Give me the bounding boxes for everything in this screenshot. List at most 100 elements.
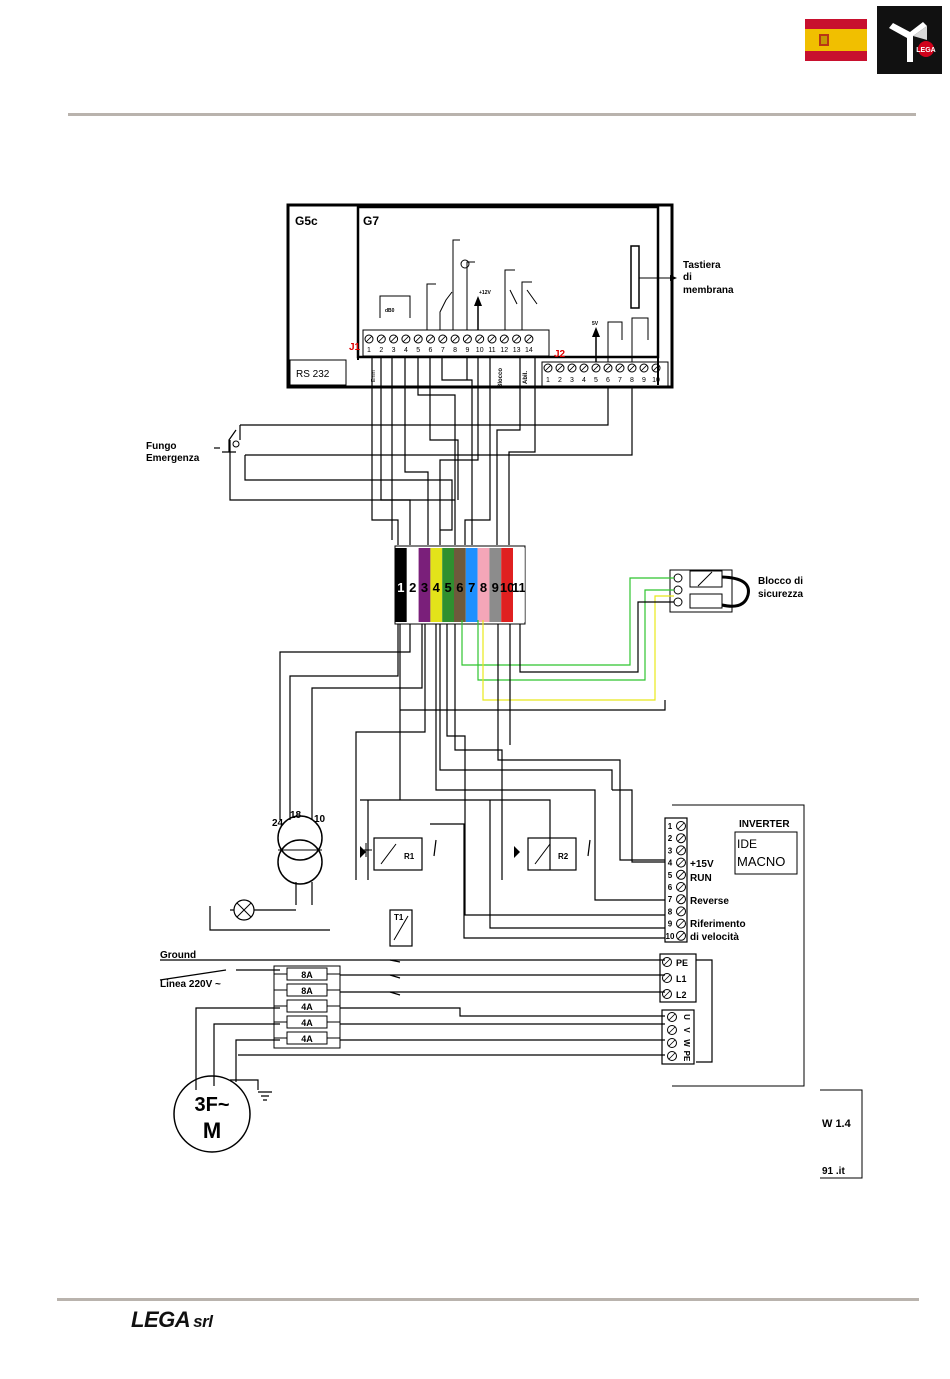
power-terminal-l1-label: L1 — [676, 974, 687, 984]
j1-terminal-11-screw — [487, 334, 497, 344]
inverter-terminal-7-screw — [676, 894, 686, 905]
j1-terminal-10-screw — [475, 334, 485, 344]
inv-label-riferimento: Riferimento — [690, 919, 746, 930]
connector-strip-11 — [513, 548, 525, 622]
output-terminal-u-label: U — [682, 1014, 691, 1020]
tastiera-label: Tastiera di membrana — [683, 260, 734, 296]
fuse-1-label: 8A — [301, 970, 313, 980]
footer-divider — [57, 1298, 919, 1301]
lower-wiring — [279, 624, 666, 939]
j2-terminal-9-screw — [639, 363, 649, 373]
j1-terminal-14-label: 14 — [525, 347, 533, 354]
svg-text:Fungo: Fungo — [146, 441, 177, 452]
j1-terminal-6-screw — [426, 334, 435, 344]
transformer — [277, 815, 323, 905]
j2-terminal-4-label: 4 — [582, 377, 586, 384]
transformer-taps: 24 18 10 — [272, 810, 326, 829]
j1-terminal-14-screw — [524, 334, 534, 344]
connector-number-8: 8 — [480, 580, 487, 595]
power-terminal-pe-label: PE — [676, 958, 688, 968]
ground-label: Ground — [160, 950, 196, 961]
inverter-terminal-6-label: 6 — [668, 883, 673, 892]
inverter-terminal-2-screw — [676, 833, 686, 844]
relay-r2: R2 — [514, 837, 591, 871]
output-terminal-pe-label: PE — [682, 1051, 691, 1062]
j2-terminal-6-screw — [603, 363, 613, 373]
linea-label: Linea 220V ~ — [160, 979, 221, 990]
j1-terminal-11-label: 11 — [488, 347, 495, 354]
inverter-terminal-4-label: 4 — [668, 859, 673, 868]
partial-label-box: W 1.4 91 .it — [820, 1089, 863, 1179]
j1-terminal-12-label: 12 — [500, 347, 508, 354]
j2-terminal-2-screw — [555, 363, 565, 373]
safety-wiring — [461, 577, 674, 701]
j1-terminal-5-label: 5 — [416, 347, 420, 354]
connector-number-3: 3 — [421, 580, 428, 595]
j1-terminal-1-screw — [364, 334, 374, 344]
connector-strip-8 — [477, 548, 490, 622]
footer-brand-suffix: srl — [193, 1312, 213, 1331]
svg-text:Blocco di: Blocco di — [758, 576, 803, 587]
spain-flag-icon — [805, 19, 867, 61]
connector-number-1: 1 — [397, 580, 404, 595]
inverter-terminal-8-screw — [676, 906, 686, 917]
j2-terminal-4-screw — [579, 363, 589, 373]
j1-terminal-10-label: 10 — [476, 347, 484, 354]
j1-terminal-9-screw — [462, 334, 472, 344]
inv-label-15v: +15V — [690, 859, 714, 870]
inverter-terminal-2-label: 2 — [668, 834, 673, 843]
emm-label: Emm — [371, 370, 377, 382]
connector-strip-9 — [489, 548, 502, 622]
five-v-label: 5V — [592, 321, 599, 327]
j2-terminal-1-label: 1 — [546, 377, 550, 384]
j1-terminal-2-label: 2 — [379, 347, 383, 354]
output-terminal-pe-screw — [667, 1051, 677, 1061]
j2-terminal-6-label: 6 — [606, 377, 610, 384]
motor-phase-label: 3F~ — [194, 1094, 229, 1116]
emergency-stop-button — [214, 429, 240, 453]
relay-r1: R1 — [360, 837, 437, 871]
r2-label: R2 — [558, 852, 569, 861]
j2-terminal-10-screw — [651, 363, 661, 373]
svg-text:Tastiera: Tastiera — [683, 260, 721, 271]
inverter-terminal-6-screw — [676, 882, 686, 892]
r1-label: R1 — [404, 852, 415, 861]
j2-terminal-2-label: 2 — [558, 377, 562, 384]
j2-terminal-8-label: 8 — [630, 377, 634, 384]
j1-terminal-4-label: 4 — [404, 347, 408, 354]
j2-terminal-9-label: 9 — [642, 377, 646, 384]
connector-number-2: 2 — [409, 580, 416, 595]
upper-wiring — [229, 356, 633, 545]
j1-label: J1 — [349, 342, 361, 353]
j1-terminal-2-screw — [376, 334, 386, 344]
footer-brand-name: LEGA — [131, 1307, 191, 1332]
j2-label: J2 — [554, 349, 566, 360]
plus12v-label: +12V — [479, 290, 491, 296]
lamp-icon — [230, 899, 296, 921]
j1-terminal-9-label: 9 — [465, 347, 469, 354]
lega-logo-icon: LEGA — [877, 6, 942, 74]
fungo-emergenza-label: Fungo Emergenza — [146, 441, 200, 464]
output-terminal-u-screw — [667, 1012, 677, 1022]
j1-terminal-13-label: 13 — [513, 347, 521, 354]
power-wiring — [159, 906, 665, 1090]
inverter-terminal-1-screw — [676, 821, 686, 831]
connector-number-10: 10 — [500, 580, 514, 595]
inverter-terminal-7-label: 7 — [668, 895, 673, 904]
connector-strip-7 — [465, 548, 478, 622]
j2-terminal-8-screw — [627, 363, 637, 373]
fuse-4-label: 4A — [301, 1018, 313, 1028]
svg-text:W 1.4: W 1.4 — [822, 1118, 852, 1130]
j1-terminal-7-label: 7 — [441, 347, 445, 354]
fuse-3-label: 4A — [301, 1002, 313, 1012]
inverter-terminal-10-screw — [676, 930, 686, 941]
inverter-terminal-5-label: 5 — [668, 871, 673, 880]
power-terminal-l1-screw — [662, 973, 672, 983]
inverter-terminal-4-screw — [676, 857, 686, 868]
